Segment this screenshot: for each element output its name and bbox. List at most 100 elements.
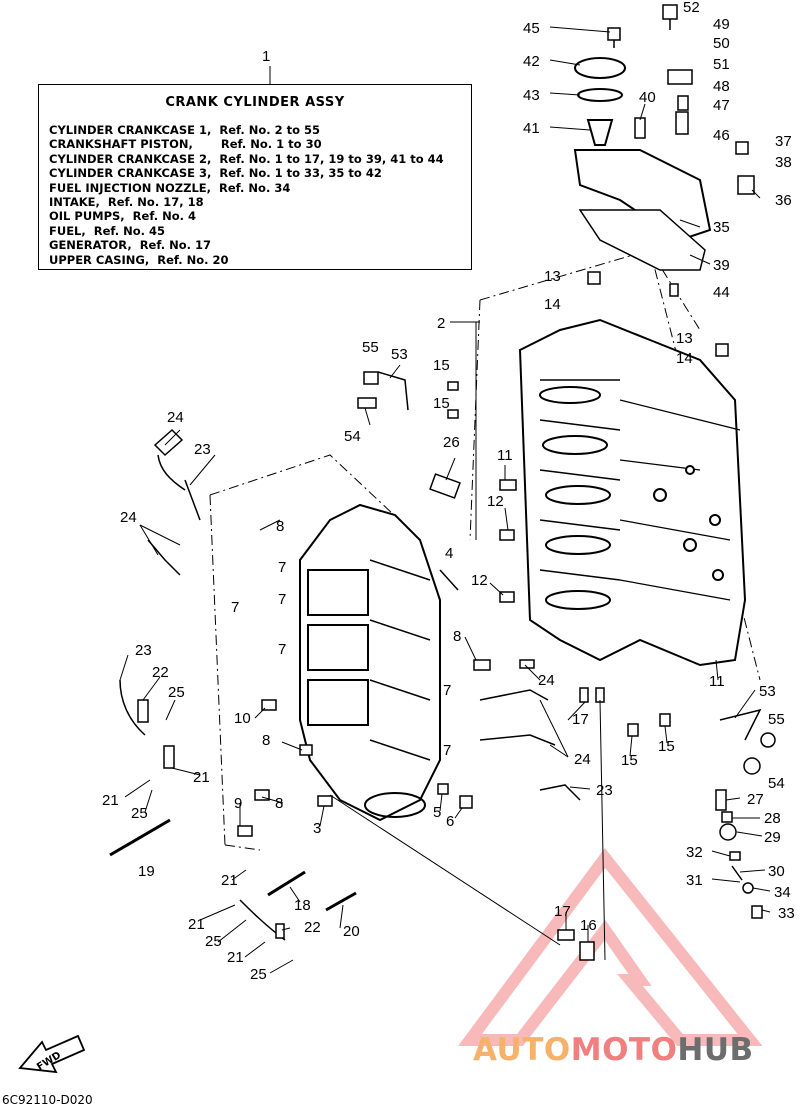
legend-lines: CYLINDER CRANKCASE 1, Ref. No. 2 to 55 C…: [49, 123, 444, 267]
callout: 24: [167, 409, 184, 426]
callout: 23: [596, 782, 613, 799]
callout: 21: [188, 916, 205, 933]
top-cover-assembly: [573, 57, 712, 271]
diagram-code: 6C92110-D020: [2, 1093, 93, 1107]
legend-line: FUEL INJECTION NOZZLE, Ref. No. 34: [49, 180, 291, 195]
callout: 55: [768, 711, 785, 728]
callout: 12: [471, 572, 488, 589]
callout: 30: [768, 863, 785, 880]
callout: 7: [231, 599, 239, 616]
callout: 54: [768, 775, 785, 792]
callout: 54: [344, 428, 361, 445]
legend-line: OIL PUMPS, Ref. No. 4: [49, 209, 196, 224]
callout: 32: [686, 844, 703, 861]
callout: 21: [102, 792, 119, 809]
callout: 49: [713, 16, 730, 33]
callout: 42: [523, 53, 540, 70]
callout: 55: [362, 339, 379, 356]
callout: 13: [676, 330, 693, 347]
small-parts: [109, 4, 776, 961]
callout: 7: [278, 591, 286, 608]
callout: 21: [227, 949, 244, 966]
callout: 13: [544, 268, 561, 285]
callout: 22: [304, 919, 321, 936]
callout: 17: [554, 903, 571, 920]
callout: 24: [538, 672, 555, 689]
callout: 26: [443, 434, 460, 451]
callout: 15: [621, 752, 638, 769]
callout: 21: [221, 872, 238, 889]
callout: 39: [713, 257, 730, 274]
callout: 43: [523, 87, 540, 104]
legend-line: CYLINDER CRANKCASE 3, Ref. No. 1 to 33, …: [49, 166, 382, 181]
legend-line: INTAKE, Ref. No. 17, 18: [49, 195, 204, 210]
callout: 23: [194, 441, 211, 458]
watermark-logo: [458, 848, 763, 1046]
callout: 52: [683, 0, 700, 16]
callout: 15: [658, 738, 675, 755]
legend-title: CRANK CYLINDER ASSY: [165, 95, 345, 110]
callout: 25: [168, 684, 185, 701]
callout: 12: [487, 493, 504, 510]
callout: 24: [120, 509, 137, 526]
callout: 33: [778, 905, 795, 922]
callout: 10: [234, 710, 251, 727]
callout: 7: [278, 559, 286, 576]
callout: 17: [572, 711, 589, 728]
callout: 53: [759, 683, 776, 700]
watermark-part-c: HUB: [677, 1032, 754, 1068]
callout: 7: [443, 742, 451, 759]
callout: 3: [313, 820, 321, 837]
callout: 9: [234, 795, 242, 812]
callout: 41: [523, 120, 540, 137]
callout: 14: [544, 296, 561, 313]
callout: 27: [747, 791, 764, 808]
callout: 7: [278, 641, 286, 658]
watermark-text: AUTOMOTOHUB: [473, 1032, 754, 1068]
callout: 6: [446, 813, 454, 830]
callout: 23: [135, 642, 152, 659]
callout: 18: [294, 897, 311, 914]
callout: 37: [775, 133, 792, 150]
callout: 35: [713, 219, 730, 236]
assembly-ref-number: 1: [262, 48, 271, 65]
callout: 25: [205, 933, 222, 950]
callout: 24: [574, 751, 591, 768]
callout: 22: [152, 664, 169, 681]
assembly-legend-box: CRANK CYLINDER ASSY CYLINDER CRANKCASE 1…: [38, 84, 472, 270]
callout: 40: [639, 89, 656, 106]
cylinder-block-left: [299, 503, 441, 822]
callout: 50: [713, 35, 730, 52]
callout: 53: [391, 346, 408, 363]
legend-line: CYLINDER CRANKCASE 1, Ref. No. 2 to 55: [49, 123, 321, 137]
callout: 2: [437, 315, 445, 332]
callout: 15: [433, 357, 450, 374]
callout: 21: [193, 769, 210, 786]
legend-line: UPPER CASING, Ref. No. 20: [49, 252, 229, 267]
callout: 8: [453, 628, 461, 645]
callout: 25: [250, 966, 267, 983]
callout-labels: 52 49 50 51 48 47 46 45 42 43 41 40 37 3…: [102, 0, 795, 983]
leader-lines: [119, 26, 771, 974]
callout: 25: [131, 805, 148, 822]
callout: 34: [774, 884, 791, 901]
crankcase-block-right: [518, 318, 747, 667]
callout: 16: [580, 917, 597, 934]
callout: 4: [445, 545, 453, 562]
callout: 15: [433, 395, 450, 412]
callout: 29: [764, 829, 781, 846]
callout: 8: [262, 732, 270, 749]
callout: 11: [497, 447, 513, 464]
legend-line: CRANKSHAFT PISTON, Ref. No. 1 to 30: [49, 137, 322, 152]
callout: 5: [433, 804, 441, 821]
callout: 8: [275, 795, 283, 812]
legend-line: GENERATOR, Ref. No. 17: [49, 238, 212, 253]
callout: 45: [523, 20, 540, 37]
legend-line: CYLINDER CRANKCASE 2, Ref. No. 1 to 17, …: [49, 151, 444, 166]
callout: 28: [764, 810, 781, 827]
callout: 51: [713, 56, 730, 73]
callout: 20: [343, 923, 360, 940]
callout: 38: [775, 154, 792, 171]
callout: 31: [686, 872, 703, 889]
